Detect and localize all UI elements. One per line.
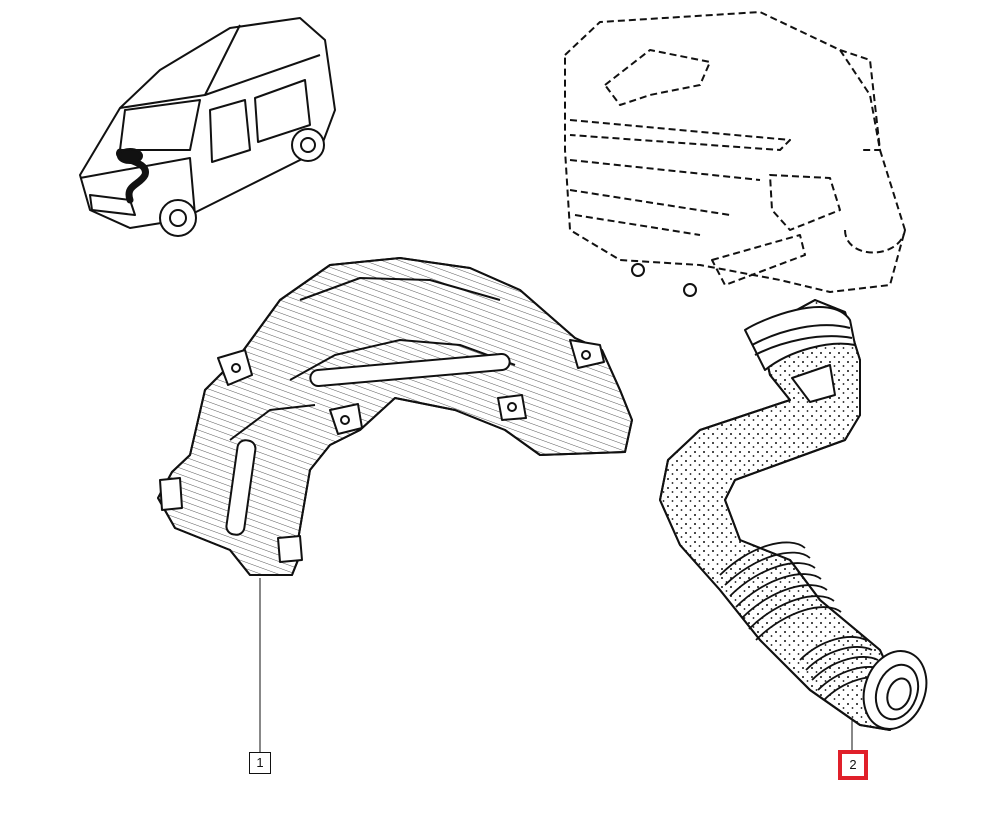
callout-2[interactable]: 2 [838, 750, 868, 780]
van-locator-icon [79, 17, 336, 237]
air-duct-heat-shield-icon [157, 257, 633, 576]
air-intake-hose-icon [659, 299, 928, 731]
engine-cover-phantom-icon [564, 11, 906, 297]
callout-1[interactable]: 1 [249, 752, 271, 774]
